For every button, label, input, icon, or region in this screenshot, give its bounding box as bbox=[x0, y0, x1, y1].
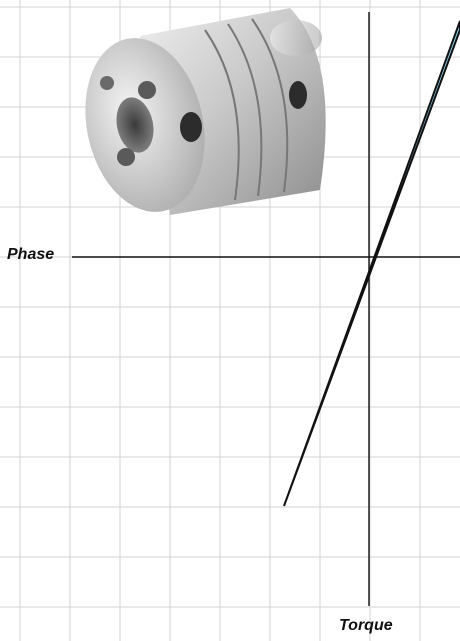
coupling-screw-hole-icon bbox=[138, 81, 156, 99]
coupling-bore-icon bbox=[116, 97, 154, 153]
coupling-screw-hole-icon bbox=[117, 148, 135, 166]
coupling-clamp-screw-icon bbox=[180, 112, 202, 142]
coupling-product-image bbox=[85, 8, 326, 215]
coupling-screw-hole-icon bbox=[100, 76, 114, 90]
hysteresis-loop-curve bbox=[283, 20, 460, 507]
phase-axis-label: Phase bbox=[7, 246, 55, 263]
torque-axis-label: Torque bbox=[339, 617, 393, 634]
coupling-disc-slots bbox=[204, 18, 289, 201]
coupling-clamp-screw-icon bbox=[289, 81, 307, 109]
